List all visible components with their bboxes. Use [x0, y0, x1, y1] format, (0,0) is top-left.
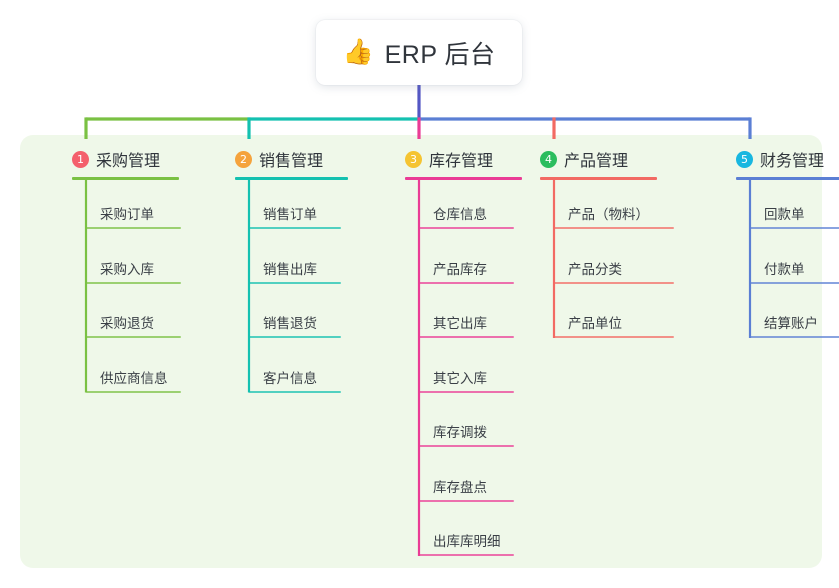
leaf-node[interactable]: 库存盘点: [433, 479, 487, 495]
diagram-panel: [20, 135, 822, 568]
branch-header-1[interactable]: 1 采购管理: [41, 147, 179, 171]
branch-title: 库存管理: [429, 153, 494, 170]
branch-header-underline: [235, 177, 348, 180]
leaf-node[interactable]: 付款单: [764, 261, 805, 277]
root-node-title: ERP 后台: [384, 40, 496, 69]
branch-header-5[interactable]: 5 财务管理: [691, 147, 839, 171]
leaf-underline: [419, 281, 514, 284]
leaf-underline: [419, 554, 514, 556]
thumbs-up-icon: 👍: [342, 38, 374, 66]
leaf-node[interactable]: 回款单: [764, 207, 805, 222]
branch-number-badge: 4: [540, 150, 557, 168]
leaf-underline: [750, 227, 839, 229]
branch-number-badge: 1: [72, 150, 89, 168]
leaf-node[interactable]: 采购入库: [100, 261, 154, 277]
branch-header-2[interactable]: 2 销售管理: [199, 147, 348, 171]
root-node-content: 👍 ERP 后台: [342, 35, 495, 71]
leaf-underline: [419, 445, 514, 447]
branch-header-underline: [405, 177, 522, 180]
leaf-underline: [750, 336, 839, 338]
leaf-node[interactable]: 产品库存: [433, 261, 487, 277]
leaf-node[interactable]: 供应商信息: [100, 370, 168, 386]
leaf-underline: [554, 281, 674, 284]
branch-column-采购管理: 1 采购管理: [41, 147, 179, 180]
leaf-node[interactable]: 销售出库: [263, 261, 317, 277]
leaf-underline: [249, 227, 341, 229]
branch-title: 销售管理: [259, 153, 324, 170]
branch-header-underline: [540, 177, 657, 180]
branch-number-badge: 5: [736, 150, 753, 168]
leaf-underline: [249, 336, 341, 338]
branch-header-underline: [72, 177, 179, 180]
leaf-node[interactable]: 结算账户: [764, 316, 818, 331]
leaf-underline: [554, 227, 674, 229]
leaf-node[interactable]: 产品（物料）: [568, 207, 649, 222]
leaf-node[interactable]: 产品单位: [568, 316, 622, 331]
leaf-node[interactable]: 库存调拨: [433, 425, 487, 440]
root-node-card[interactable]: 👍 ERP 后台: [316, 20, 522, 85]
leaf-underline: [249, 390, 341, 393]
leaf-underline: [86, 336, 181, 338]
branch-title: 财务管理: [760, 153, 825, 170]
branch-column-销售管理: 2 销售管理: [199, 147, 348, 180]
branch-column-财务管理: 5 财务管理: [691, 147, 839, 180]
leaf-underline: [86, 281, 181, 284]
branch-number-badge: 3: [405, 150, 422, 168]
leaf-node[interactable]: 产品分类: [568, 261, 622, 277]
leaf-node[interactable]: 仓库信息: [433, 207, 487, 222]
leaf-underline: [419, 336, 514, 338]
leaf-underline: [86, 390, 181, 393]
branch-column-库存管理: 3 库存管理: [361, 147, 522, 180]
leaf-underline: [750, 281, 839, 284]
leaf-node[interactable]: 销售退货: [263, 316, 317, 331]
leaf-underline: [86, 227, 181, 229]
leaf-node[interactable]: 采购订单: [100, 207, 154, 222]
leaf-underline: [419, 499, 514, 502]
branch-column-产品管理: 4 产品管理: [525, 147, 657, 180]
branch-number-badge: 2: [235, 150, 252, 168]
leaf-underline: [554, 336, 674, 338]
leaf-node[interactable]: 客户信息: [263, 370, 317, 386]
branch-header-3[interactable]: 3 库存管理: [361, 147, 522, 171]
leaf-node[interactable]: 采购退货: [100, 316, 154, 331]
branch-header-underline: [736, 177, 839, 180]
leaf-node[interactable]: 销售订单: [263, 207, 317, 222]
branch-title: 采购管理: [96, 153, 161, 170]
leaf-underline: [419, 390, 514, 393]
leaf-underline: [249, 281, 341, 284]
leaf-node[interactable]: 其它出库: [433, 316, 487, 331]
branch-title: 产品管理: [564, 153, 629, 170]
leaf-underline: [419, 227, 514, 229]
leaf-node[interactable]: 出库库明细: [433, 534, 501, 549]
leaf-node[interactable]: 其它入库: [433, 370, 487, 386]
branch-header-4[interactable]: 4 产品管理: [525, 147, 657, 171]
